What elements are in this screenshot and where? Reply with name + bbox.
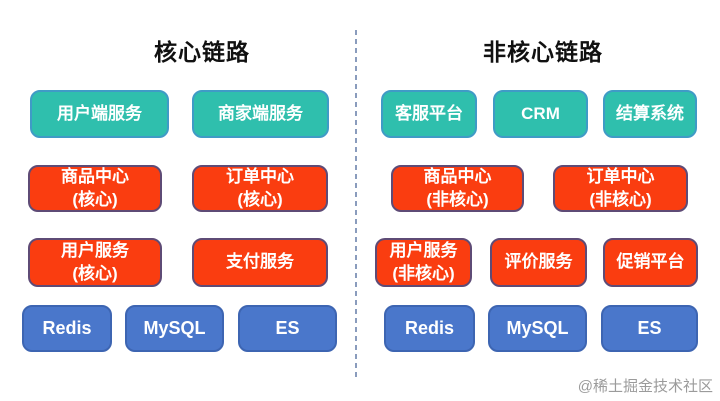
node-es-right: ES xyxy=(601,305,698,352)
dashed-divider xyxy=(355,30,357,378)
node-settlement-system: 结算系统 xyxy=(603,90,697,138)
node-es-left: ES xyxy=(238,305,337,352)
node-mysql-left: MySQL xyxy=(125,305,224,352)
watermark-text: @稀土掘金技术社区 xyxy=(577,378,713,395)
node-product-center-noncore: 商品中心 (非核心) xyxy=(391,165,524,212)
node-review-service: 评价服务 xyxy=(490,238,587,287)
node-promotion-platform: 促销平台 xyxy=(603,238,698,287)
node-user-service-core: 用户服务 (核心) xyxy=(28,238,162,287)
node-redis-right: Redis xyxy=(384,305,475,352)
node-order-center-noncore: 订单中心 (非核心) xyxy=(553,165,688,212)
node-product-center-core: 商品中心 (核心) xyxy=(28,165,162,212)
node-user-service-noncore: 用户服务 (非核心) xyxy=(375,238,472,287)
node-order-center-core: 订单中心 (核心) xyxy=(192,165,328,212)
node-user-client-service: 用户端服务 xyxy=(30,90,169,138)
node-mysql-right: MySQL xyxy=(488,305,587,352)
noncore-link-title: 非核心链路 xyxy=(483,39,603,65)
node-crm: CRM xyxy=(493,90,588,138)
node-payment-service: 支付服务 xyxy=(192,238,328,287)
node-merchant-service: 商家端服务 xyxy=(192,90,329,138)
core-link-title: 核心链路 xyxy=(154,39,250,65)
node-redis-left: Redis xyxy=(22,305,112,352)
node-customer-service-platform: 客服平台 xyxy=(381,90,477,138)
